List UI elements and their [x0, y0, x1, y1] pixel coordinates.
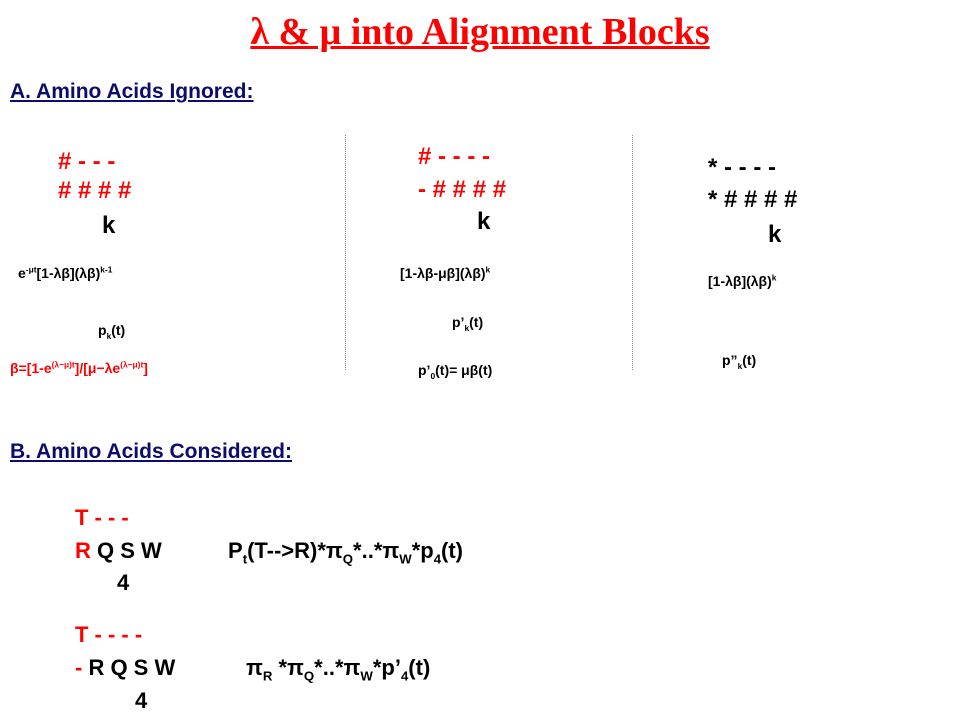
ex1-line2: R Q S W: [75, 538, 162, 563]
col3-formula: [1-λβ](λβ)k: [708, 272, 777, 289]
ex1-count: 4: [117, 570, 130, 595]
col2-p0-equation: p’0(t)= μβ(t): [418, 362, 493, 381]
col2-p-label: p’k(t): [452, 314, 484, 333]
ex2-count: 4: [135, 688, 148, 713]
col1-formula: e-μt[1-λβ](λβ)k-1: [18, 264, 113, 281]
ex2-line2: - R Q S W: [75, 655, 176, 680]
col1-line2: # # # #: [58, 177, 132, 204]
ex2-line1: T - - - -: [75, 622, 143, 647]
ex1-line1: T - - -: [75, 505, 129, 530]
col2-line2: - # # # #: [418, 176, 507, 203]
col3-k: k: [768, 221, 782, 248]
page-title: λ & μ into Alignment Blocks: [250, 11, 710, 53]
col1-p-label: pk(t): [98, 322, 126, 341]
col1-line1: # - - -: [58, 148, 116, 175]
col2-formula: [1-λβ-μβ](λβ)k: [400, 264, 491, 281]
ex2-probability-expression: πR *πQ*..*πW*p’4(t): [246, 655, 431, 684]
col2-k: k: [477, 208, 491, 235]
ex1-probability-expression: Pt(T-->R)*πQ*..*πW*p4(t): [228, 538, 464, 567]
col3-line2: * # # # #: [708, 186, 798, 213]
col3-p-label: p”k(t): [722, 352, 757, 371]
column-divider-2: [632, 135, 633, 370]
col3-line1: * - - - -: [708, 154, 776, 181]
section-a-heading: A. Amino Acids Ignored:: [10, 80, 254, 103]
column-divider-1: [345, 135, 346, 370]
col1-beta-definition: β=[1-e(λ−μ)t]/[μ−λe(λ−μ)t]: [10, 359, 148, 376]
col1-k: k: [102, 212, 116, 239]
col2-line1: # - - - -: [418, 143, 490, 170]
section-b-heading: B. Amino Acids Considered:: [10, 440, 292, 463]
